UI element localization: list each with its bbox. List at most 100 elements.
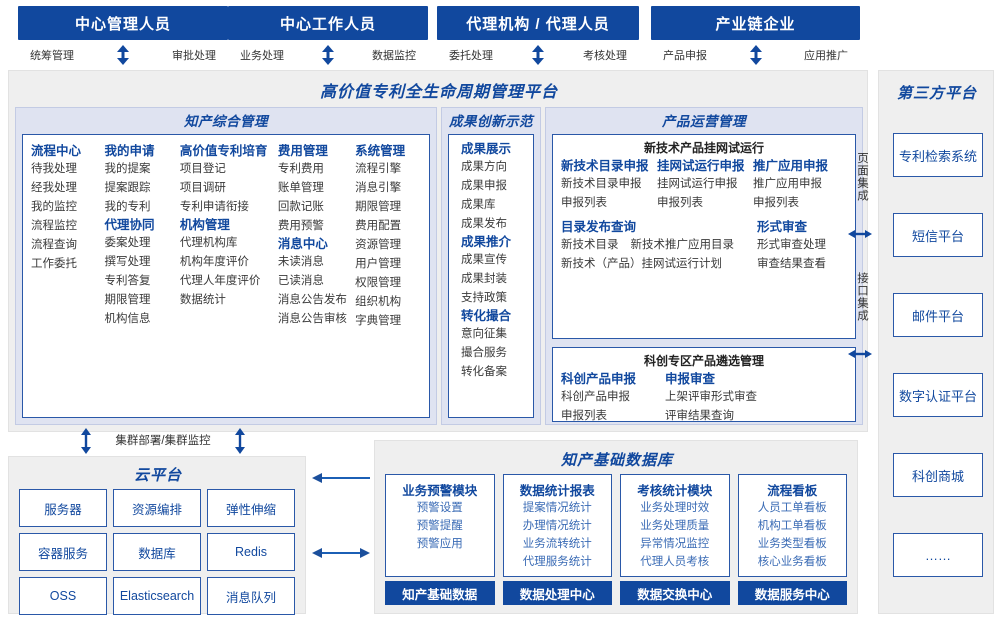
- menu-item[interactable]: 机构信息: [104, 313, 151, 325]
- menu-item[interactable]: 消息公告发布: [277, 294, 347, 306]
- menu-item[interactable]: 消息引擎: [355, 182, 402, 194]
- database-item[interactable]: 业务流转统计: [522, 538, 592, 550]
- menu-item[interactable]: 项目调研: [179, 182, 226, 194]
- menu-item[interactable]: 代理机构库: [179, 237, 238, 249]
- menu-item[interactable]: 我的监控: [31, 201, 77, 213]
- group-header-推广应用申报[interactable]: 推广应用申报: [753, 159, 829, 173]
- menu-item[interactable]: 成果宣传: [461, 254, 507, 266]
- menu-item[interactable]: 上架评审形式审查: [665, 391, 757, 403]
- menu-item[interactable]: 消息公告审核: [277, 313, 347, 325]
- menu-item[interactable]: 意向征集: [461, 328, 507, 340]
- third-party-item-5[interactable]: ……: [893, 533, 983, 577]
- database-item[interactable]: 预警提醒: [416, 520, 463, 532]
- menu-item[interactable]: 申报列表: [657, 197, 703, 209]
- menu-item[interactable]: 字典管理: [355, 315, 402, 327]
- third-party-item-0[interactable]: 专利检索系统: [893, 133, 983, 177]
- group-header-系统管理[interactable]: 系统管理: [355, 144, 406, 158]
- menu-item[interactable]: 流程监控: [31, 220, 77, 232]
- menu-item[interactable]: 账单管理: [277, 182, 324, 194]
- cloud-cell-8[interactable]: 消息队列: [207, 577, 295, 615]
- menu-item[interactable]: 申报列表: [561, 197, 607, 209]
- menu-item[interactable]: 申报列表: [561, 410, 607, 422]
- group-header-转化撮合[interactable]: 转化撮合: [461, 309, 512, 323]
- cloud-cell-5[interactable]: Redis: [207, 533, 295, 571]
- menu-item[interactable]: 待我处理: [31, 163, 77, 175]
- menu-item[interactable]: 组织机构: [355, 296, 402, 308]
- menu-item[interactable]: 成果库: [461, 199, 496, 211]
- role-box-2[interactable]: 代理机构 / 代理人员: [437, 6, 639, 40]
- menu-item[interactable]: 转化备案: [461, 366, 507, 378]
- menu-item[interactable]: 项目登记: [179, 163, 226, 175]
- third-party-item-4[interactable]: 科创商城: [893, 453, 983, 497]
- cloud-cell-2[interactable]: 弹性伸缩: [207, 489, 295, 527]
- database-item[interactable]: 业务处理时效: [640, 502, 710, 514]
- third-party-item-3[interactable]: 数字认证平台: [893, 373, 983, 417]
- database-column-footer-3[interactable]: 数据服务中心: [737, 581, 847, 605]
- menu-item[interactable]: 新技术目录申报: [561, 178, 642, 190]
- menu-item[interactable]: 形式审查处理: [757, 239, 826, 251]
- database-item[interactable]: 办理情况统计: [522, 520, 592, 532]
- menu-item[interactable]: 专利费用: [277, 163, 324, 175]
- database-item[interactable]: 异常情况监控: [640, 538, 710, 550]
- menu-item[interactable]: 期限管理: [104, 294, 151, 306]
- menu-item[interactable]: 资源管理: [355, 239, 402, 251]
- menu-item[interactable]: 成果申报: [461, 180, 507, 192]
- cloud-cell-1[interactable]: 资源编排: [113, 489, 201, 527]
- role-box-3[interactable]: 产业链企业: [651, 6, 860, 40]
- group-header-挂网试运行申报[interactable]: 挂网试运行申报: [657, 159, 745, 173]
- cloud-cell-7[interactable]: Elasticsearch: [113, 577, 201, 615]
- menu-item[interactable]: 机构年度评价: [179, 256, 249, 268]
- group-header-成果推介[interactable]: 成果推介: [461, 235, 512, 249]
- group-header-形式审查[interactable]: 形式审查: [757, 220, 808, 234]
- menu-item[interactable]: 申报列表: [753, 197, 799, 209]
- menu-item[interactable]: 用户管理: [355, 258, 402, 270]
- menu-item[interactable]: 新技术（产品）挂网试运行计划: [561, 258, 722, 270]
- menu-item[interactable]: 新技术目录: [561, 239, 619, 251]
- menu-item[interactable]: 推广应用申报: [753, 178, 822, 190]
- menu-item[interactable]: 科创产品申报: [561, 391, 630, 403]
- database-column-footer-0[interactable]: 知产基础数据: [385, 581, 495, 605]
- menu-item[interactable]: 专利申请衔接: [179, 201, 249, 213]
- menu-item[interactable]: 经我处理: [31, 182, 77, 194]
- cloud-cell-6[interactable]: OSS: [19, 577, 107, 615]
- third-party-item-1[interactable]: 短信平台: [893, 213, 983, 257]
- third-party-item-2[interactable]: 邮件平台: [893, 293, 983, 337]
- database-item[interactable]: 核心业务看板: [757, 556, 827, 568]
- cloud-cell-0[interactable]: 服务器: [19, 489, 107, 527]
- menu-item[interactable]: 支持政策: [461, 292, 507, 304]
- menu-item[interactable]: 代理人年度评价: [179, 275, 261, 287]
- menu-item[interactable]: 已读消息: [277, 275, 324, 287]
- database-column-footer-2[interactable]: 数据交换中心: [620, 581, 730, 605]
- menu-item[interactable]: 工作委托: [31, 258, 77, 270]
- database-item[interactable]: 代理人员考核: [640, 556, 710, 568]
- group-header-申报审查[interactable]: 申报审查: [665, 372, 716, 386]
- group-header-我的申请[interactable]: 我的申请: [104, 144, 155, 158]
- database-item[interactable]: 业务处理质量: [640, 520, 710, 532]
- menu-item[interactable]: 提案跟踪: [104, 182, 151, 194]
- database-item[interactable]: 代理服务统计: [522, 556, 592, 568]
- menu-item[interactable]: 费用预警: [277, 220, 324, 232]
- menu-item[interactable]: 撮合服务: [461, 347, 507, 359]
- menu-item[interactable]: 回款记账: [277, 201, 324, 213]
- menu-item[interactable]: 审查结果查看: [757, 258, 826, 270]
- menu-item[interactable]: 流程引擎: [355, 163, 402, 175]
- menu-item[interactable]: 期限管理: [355, 201, 402, 213]
- cloud-cell-3[interactable]: 容器服务: [19, 533, 107, 571]
- group-header-目录发布查询[interactable]: 目录发布查询: [561, 220, 637, 234]
- cloud-cell-4[interactable]: 数据库: [113, 533, 201, 571]
- menu-item[interactable]: 权限管理: [355, 277, 402, 289]
- group-header-费用管理[interactable]: 费用管理: [277, 144, 328, 158]
- menu-item[interactable]: 委案处理: [104, 237, 151, 249]
- menu-item[interactable]: 成果方向: [461, 161, 507, 173]
- database-item[interactable]: 预警设置: [416, 502, 463, 514]
- database-item[interactable]: 业务类型看板: [757, 538, 827, 550]
- menu-item[interactable]: 挂网试运行申报: [657, 178, 738, 190]
- menu-item[interactable]: 我的提案: [104, 163, 151, 175]
- role-box-0[interactable]: 中心管理人员: [18, 6, 228, 40]
- menu-item[interactable]: 费用配置: [355, 220, 402, 232]
- database-column-footer-1[interactable]: 数据处理中心: [502, 581, 612, 605]
- database-item[interactable]: 提案情况统计: [522, 502, 592, 514]
- role-box-1[interactable]: 中心工作人员: [228, 6, 428, 40]
- database-item[interactable]: 预警应用: [416, 538, 463, 550]
- menu-item[interactable]: 专利答复: [104, 275, 151, 287]
